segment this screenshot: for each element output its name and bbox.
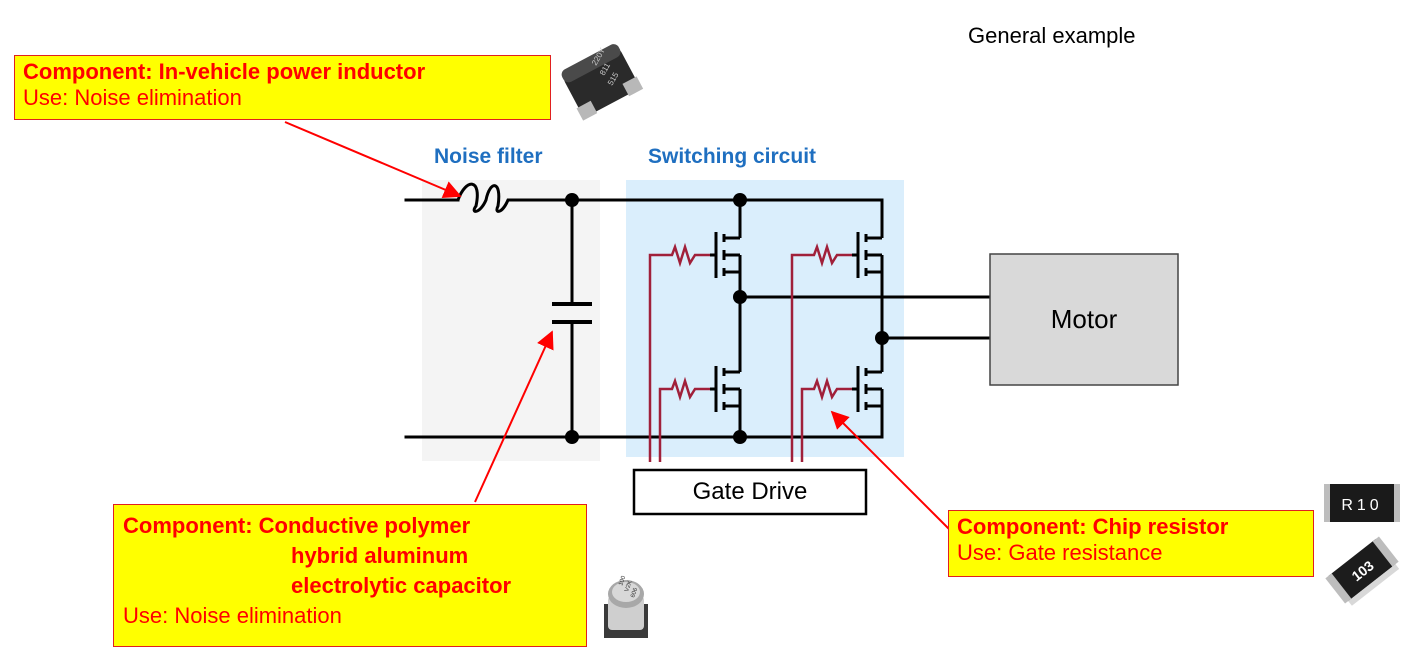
motor-label: Motor [1050, 304, 1118, 334]
capacitor-marking-text: 100 [618, 575, 627, 587]
switching-circuit-region [626, 180, 904, 457]
chip-resistor-photo-angled [1325, 536, 1400, 606]
junction-dot [565, 430, 579, 444]
callout-component-line: hybrid aluminum [123, 541, 586, 571]
inductor-callout: Component: In-vehicle power inductor Use… [14, 55, 551, 120]
capacitor-pointer-arrow [474, 330, 554, 503]
inductor-photo [558, 44, 644, 121]
mosfet-low-side-left [714, 366, 742, 412]
capacitor-callout: Component: Conductive polymer hybrid alu… [113, 504, 587, 647]
chip-resistor-photo-top [1324, 484, 1400, 522]
junction-dot [733, 193, 747, 207]
capacitor-marking-text: V2K [624, 580, 634, 593]
callout-component-name: electrolytic capacitor [291, 573, 512, 598]
inductor-coil-symbol [456, 182, 512, 213]
callout-component-name: hybrid aluminum [291, 543, 469, 568]
callout-component-name: In-vehicle power inductor [158, 59, 426, 84]
junction-dot [875, 331, 889, 345]
callout-component-name: Chip resistor [1092, 514, 1229, 539]
gate-resistor-low-right [800, 376, 852, 462]
junction-dot [733, 430, 747, 444]
callout-component-name: Conductive polymer [258, 513, 471, 538]
callout-component-prefix: Component: [957, 514, 1087, 539]
resistor-marking-text: R10 [1341, 497, 1382, 514]
gate-drive-label: Gate Drive [692, 478, 808, 505]
callout-component-line: Component: In-vehicle power inductor [23, 59, 550, 85]
resistor-pointer-arrow [830, 410, 953, 533]
switching-circuit-heading: Switching circuit [648, 145, 817, 168]
gate-resistor-high-left [648, 242, 710, 462]
gate-drive-block [632, 468, 868, 516]
callout-use-line: Use: Noise elimination [23, 85, 242, 110]
general-example-note: General example [968, 23, 1136, 48]
noise-filter-heading: Noise filter [434, 145, 543, 168]
capacitor-photo [590, 570, 664, 654]
callout-component-line: electrolytic capacitor [123, 571, 586, 601]
callout-use-line: Use: Noise elimination [123, 603, 342, 628]
callout-component-line: Component: Chip resistor [957, 514, 1313, 540]
callout-use-line: Use: Gate resistance [957, 540, 1163, 565]
callout-component-prefix: Component: [123, 513, 253, 538]
inductor-pointer-arrow [284, 121, 462, 198]
gate-resistor-low-left [658, 376, 710, 462]
motor-block [989, 253, 1179, 386]
resistor-callout: Component: Chip resistor Use: Gate resis… [948, 510, 1314, 577]
gate-resistor-high-right [790, 242, 852, 462]
callout-component-line: Component: Conductive polymer [123, 511, 586, 541]
capacitor-marking-text: 606 [630, 587, 639, 599]
junction-dot [733, 290, 747, 304]
mosfet-high-side-right [856, 232, 884, 278]
callout-component-prefix: Component: [23, 59, 153, 84]
junction-dot [565, 193, 579, 207]
